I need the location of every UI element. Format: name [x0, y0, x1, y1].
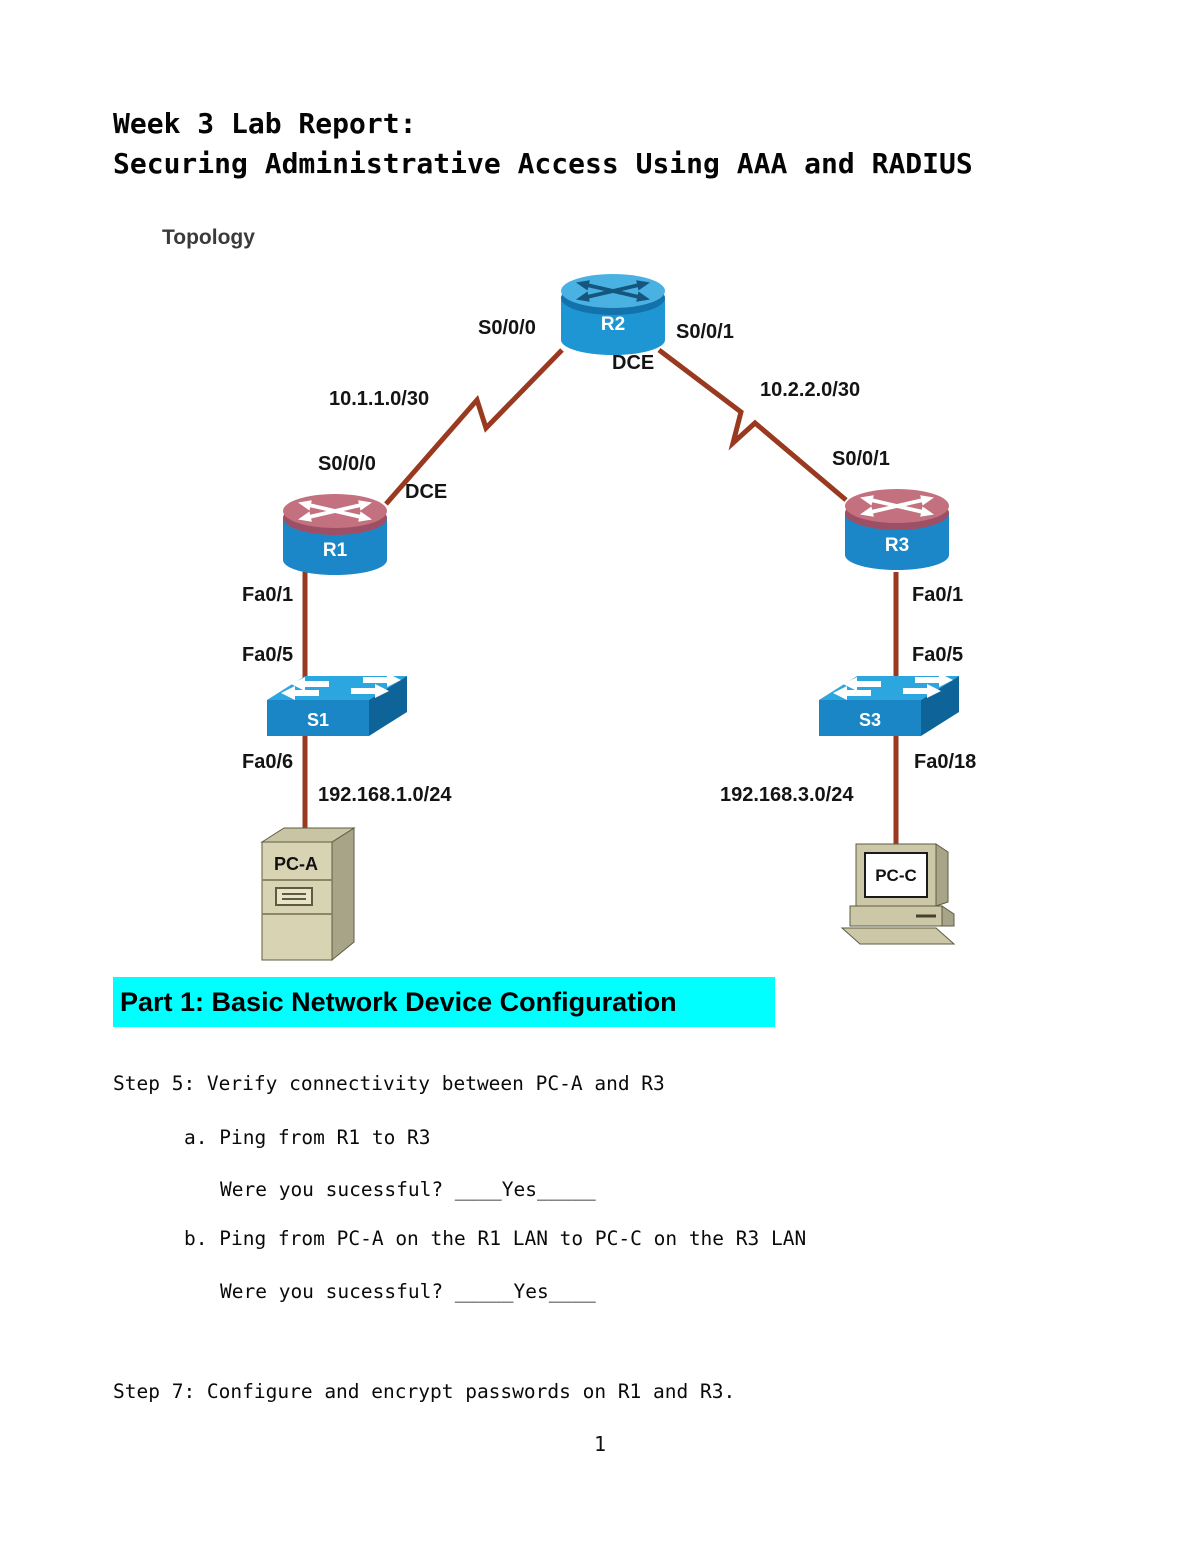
label-s1-fa06: Fa0/6: [242, 751, 294, 773]
label-s3-fa05: Fa0/5: [912, 644, 964, 666]
serial-link-r2-r3: [657, 348, 848, 502]
switch-s3-icon: S3: [819, 673, 959, 736]
step5-item-b-answer: Were you sucessful? _____Yes____: [220, 1280, 596, 1303]
step7-heading: Step 7: Configure and encrypt passwords …: [113, 1380, 736, 1403]
page-number: 1: [593, 1432, 607, 1456]
pc-c-label: PC-C: [875, 866, 917, 885]
step5-item-b: b. Ping from PC-A on the R1 LAN to PC-C …: [184, 1227, 807, 1250]
label-net-10110: 10.1.1.0/30: [329, 388, 430, 410]
label-r3-s001: S0/0/1: [832, 448, 890, 470]
label-lan-right: 192.168.3.0/24: [720, 784, 854, 806]
label-r1-dce: DCE: [405, 481, 448, 503]
switch-s1-icon: S1: [267, 673, 407, 736]
router-r3-icon: R3: [845, 489, 949, 570]
serial-link-r1-r2: [384, 348, 564, 506]
label-lan-left: 192.168.1.0/24: [318, 784, 452, 806]
pc-a-label: PC-A: [274, 854, 318, 874]
document-title-line1: Week 3 Lab Report:: [113, 107, 417, 140]
label-s1-fa05: Fa0/5: [242, 644, 294, 666]
router-r1-label: R1: [323, 540, 348, 561]
label-s3-fa018: Fa0/18: [914, 751, 977, 773]
label-r3-fa01: Fa0/1: [912, 584, 964, 606]
label-r2-s000: S0/0/0: [478, 317, 536, 339]
part1-heading: Part 1: Basic Network Device Configurati…: [120, 987, 677, 1017]
router-r3-label: R3: [885, 535, 909, 556]
pc-a-icon: PC-A: [260, 827, 356, 962]
step5-item-a: a. Ping from R1 to R3: [184, 1126, 431, 1149]
router-r2-icon: R2: [561, 274, 665, 355]
part1-heading-highlight: Part 1: Basic Network Device Configurati…: [113, 977, 775, 1027]
step5-item-a-answer: Were you sucessful? ____Yes_____: [220, 1178, 596, 1201]
topology-heading: Topology: [162, 226, 255, 249]
pc-c-icon: PC-C: [840, 843, 956, 945]
label-net-10220: 10.2.2.0/30: [760, 379, 861, 401]
step5-heading: Step 5: Verify connectivity between PC-A…: [113, 1072, 665, 1095]
label-r2-s001: S0/0/1: [676, 321, 734, 343]
switch-s1-label: S1: [307, 710, 329, 730]
router-r1-icon: R1: [283, 494, 387, 575]
router-r2-label: R2: [601, 314, 625, 335]
label-r1-fa01: Fa0/1: [242, 584, 294, 606]
switch-s3-label: S3: [859, 710, 881, 730]
label-r2-dce: DCE: [612, 352, 655, 374]
document-title-line2: Securing Administrative Access Using AAA…: [113, 147, 973, 180]
label-r1-s000: S0/0/0: [318, 453, 376, 475]
